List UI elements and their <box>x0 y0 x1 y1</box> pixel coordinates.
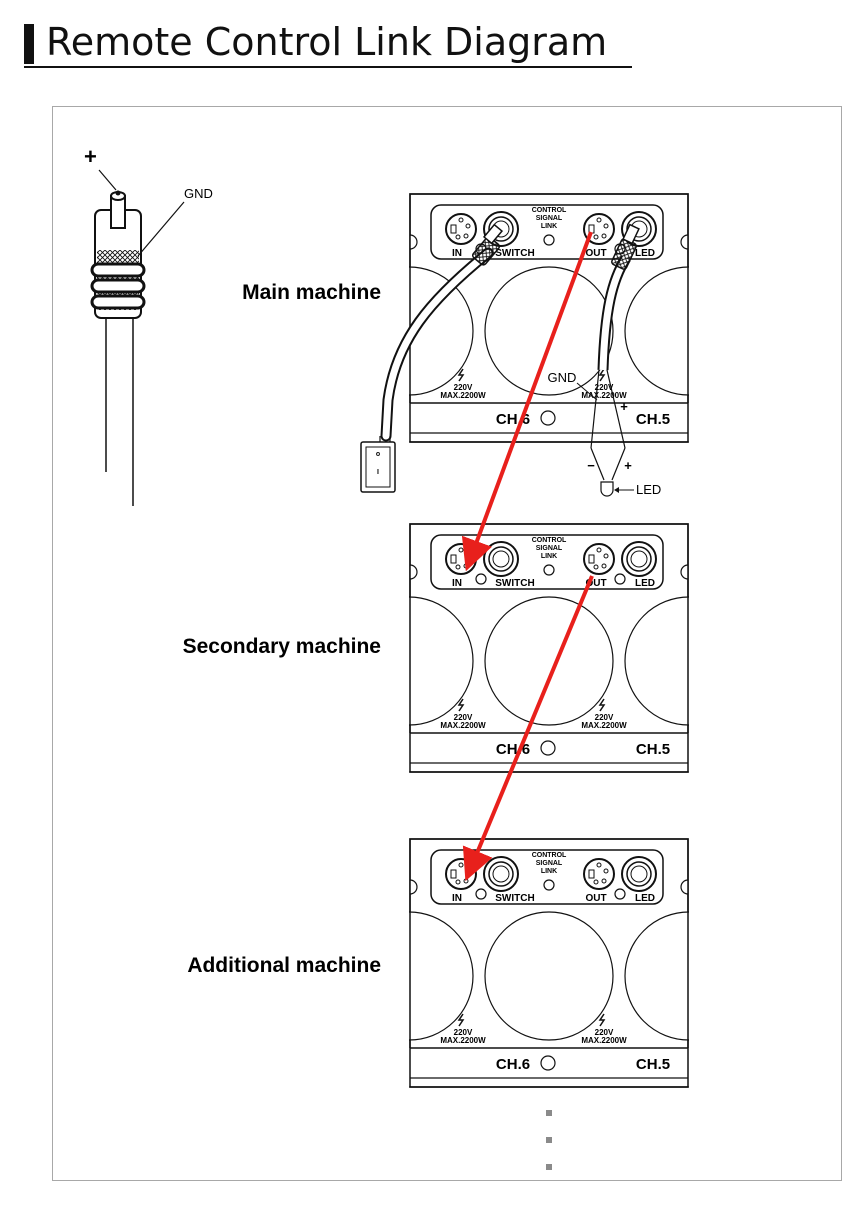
continuation-dots <box>546 1110 552 1170</box>
panel-2-control-l1-label: CONTROL <box>532 537 567 544</box>
panel-3-in-label: IN <box>452 893 462 904</box>
connector-gnd-label: GND <box>184 186 213 201</box>
link-arrow-secondary-to-additional <box>462 575 594 882</box>
panel-1-volt-label: 220V <box>595 383 614 392</box>
panel-3-power-label: MAX.2200W <box>440 1036 486 1045</box>
link-arrows <box>461 231 594 882</box>
panel-1-control-l1-label: CONTROL <box>532 207 567 214</box>
panel-2-ch5-label: CH.5 <box>636 741 670 758</box>
switch-on-mark: o <box>376 451 380 458</box>
panel-1-power-label: MAX.2200W <box>581 391 627 400</box>
secondary-machine-label: Secondary machine <box>183 635 381 658</box>
panel-3-ch6-label: CH.6 <box>496 1056 530 1073</box>
led-cable <box>576 223 640 497</box>
wire-minus-label: − <box>587 458 595 473</box>
panel-2-control-l3-label: LINK <box>541 553 557 560</box>
connector-plus-label: + <box>84 144 97 169</box>
panel-1-switch-label: SWITCH <box>495 248 534 259</box>
panel-3-led-label: LED <box>635 893 655 904</box>
additional-machine-panel <box>345 839 753 1087</box>
diagram-frame <box>52 106 842 1181</box>
panel-1-volt-label: 220V <box>454 383 473 392</box>
link-arrow-main-to-secondary <box>461 231 593 572</box>
panel-2-volt-label: 220V <box>595 713 614 722</box>
switch-off-mark: I <box>377 469 379 476</box>
led-label: LED <box>636 482 661 497</box>
panel-2-led-label: LED <box>635 578 655 589</box>
additional-machine-label: Additional machine <box>187 954 381 977</box>
panel-3-switch-label: SWITCH <box>495 893 534 904</box>
panel-1-in-label: IN <box>452 248 462 259</box>
panel-3-volt-label: 220V <box>454 1028 473 1037</box>
title-header: Remote Control Link Diagram <box>24 18 632 68</box>
wire-gnd-label: GND <box>548 370 577 385</box>
gnd-leader <box>137 201 185 257</box>
panel-2-power-label: MAX.2200W <box>581 721 627 730</box>
wire-plus-label: + <box>624 458 632 473</box>
panel-2-switch-label: SWITCH <box>495 578 534 589</box>
secondary-machine-panel <box>345 524 753 772</box>
panel-1-ch5-label: CH.5 <box>636 411 670 428</box>
switch-cable <box>379 223 504 446</box>
panel-3-control-l1-label: CONTROL <box>532 852 567 859</box>
panel-2-out-label: OUT <box>585 578 606 589</box>
panel-3-control-l2-label: SIGNAL <box>536 860 563 867</box>
panel-2-ch6-label: CH.6 <box>496 741 530 758</box>
panel-3-volt-label: 220V <box>595 1028 614 1037</box>
main-machine-label: Main machine <box>242 281 381 304</box>
panel-1-control-l3-label: LINK <box>541 223 557 230</box>
title-accent-bar <box>24 24 34 64</box>
panel-3-control-l3-label: LINK <box>541 868 557 875</box>
panel-2-in-label: IN <box>452 578 462 589</box>
panel-1-control-l2-label: SIGNAL <box>536 215 563 222</box>
panel-3-power-label: MAX.2200W <box>581 1036 627 1045</box>
panel-2-volt-label: 220V <box>454 713 473 722</box>
rocker-switch: o I <box>360 441 396 493</box>
plus-leader <box>98 169 117 191</box>
panel-3-ch5-label: CH.5 <box>636 1056 670 1073</box>
panel-1-out-label: OUT <box>585 248 606 259</box>
panel-1-led-label: LED <box>635 248 655 259</box>
wire-plus-label-top: + <box>620 399 628 414</box>
page-title: Remote Control Link Diagram <box>46 20 608 64</box>
panel-1-power-label: MAX.2200W <box>440 391 486 400</box>
main-machine-panel <box>345 194 753 442</box>
rca-connector-detail <box>90 169 185 506</box>
panel-2-power-label: MAX.2200W <box>440 721 486 730</box>
panel-3-out-label: OUT <box>585 893 606 904</box>
panel-2-control-l2-label: SIGNAL <box>536 545 563 552</box>
